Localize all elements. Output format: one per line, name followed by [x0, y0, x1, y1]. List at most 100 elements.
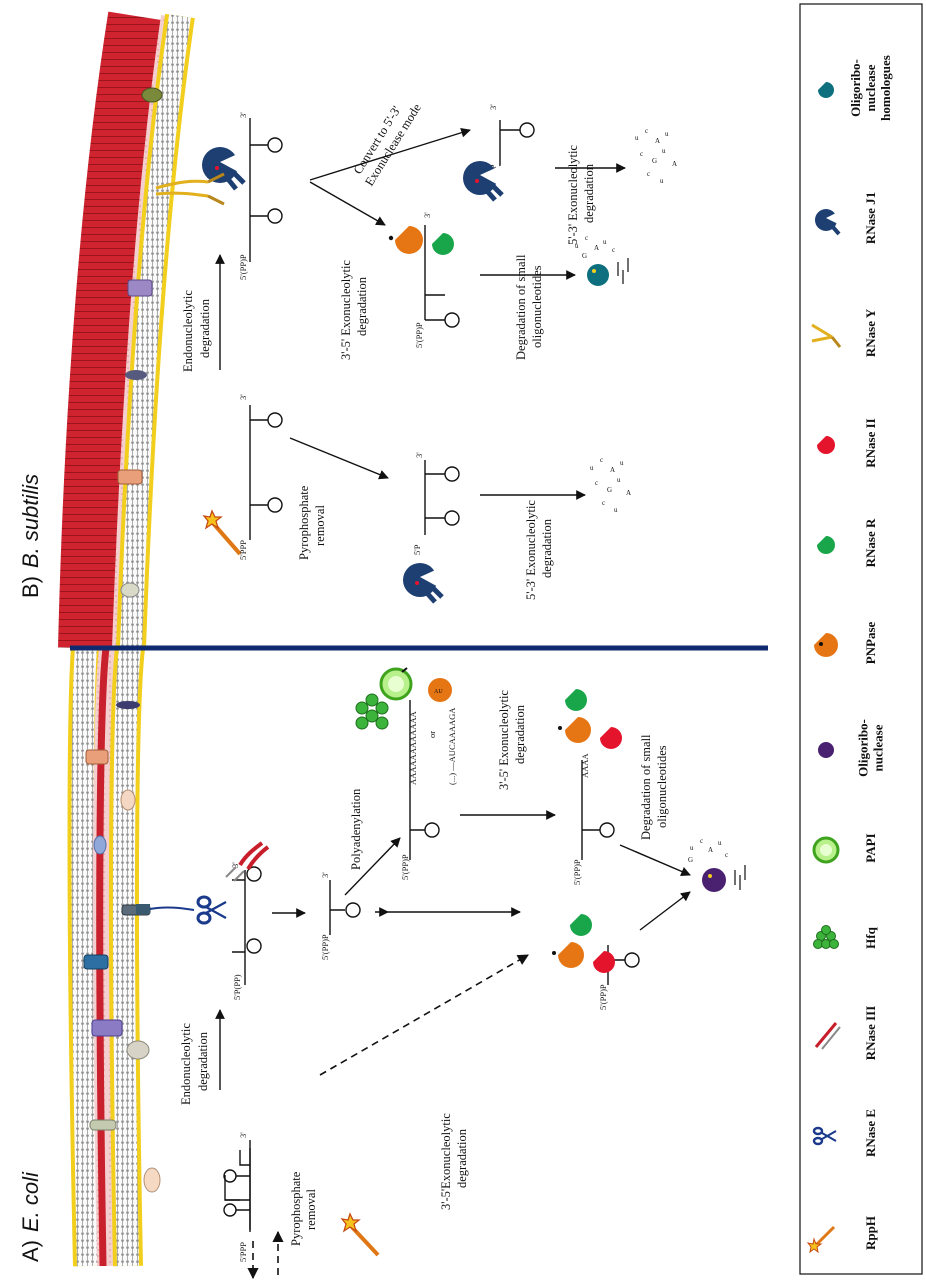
svg-text:c: c: [585, 234, 588, 242]
ecoli-polyadenylation: Polyadenylation: [349, 788, 363, 870]
bsub-pyro-line2: removal: [313, 505, 327, 546]
bsub-end-5ppp: 5'PPP: [238, 540, 248, 560]
svg-text:c: c: [700, 837, 703, 845]
legend: RppH RNase E RNase III Hfq PAPI Oligoribo-nuc…: [799, 3, 923, 1275]
nucleotide-cloud: uc Au cG uA cu: [590, 456, 631, 514]
svg-text:u: u: [718, 839, 722, 847]
ecoli-end-3: 3': [230, 862, 240, 868]
legend-item-rnase-r: RNase R: [817, 518, 878, 567]
hairpin-loop: [267, 412, 283, 428]
rna-fragment: [329, 880, 345, 935]
legend-label: Hfq: [863, 926, 878, 948]
bsub-end-3: 3': [238, 394, 248, 400]
ecoli-endo-line2: degradation: [196, 1031, 210, 1091]
ecoli-arrow-to-polya: [344, 837, 401, 896]
homologue-icon: [818, 82, 834, 98]
nucleotide-cloud: uc Au cG uA cu: [635, 127, 677, 185]
legend-label: RNase E: [863, 1109, 878, 1157]
bsub-pyro-line1: Pyrophosphate: [297, 485, 311, 560]
ecoli-end-5pp-p: 5'(PP)P: [572, 859, 582, 885]
bsub-oligo-line2: oligonucleotides: [530, 265, 544, 348]
rnase-y-icon: [811, 323, 842, 348]
bsub-53-left-line2: degradation: [540, 518, 554, 578]
panel-b-organism: B. subtilis: [18, 474, 43, 568]
hairpin-loop: [444, 510, 460, 526]
svg-text:u: u: [603, 238, 607, 246]
svg-text:A: A: [626, 489, 631, 497]
heteropolymer-tail: (...) —AUCAAAAGA: [447, 707, 457, 785]
bsub-end-3: 3': [422, 212, 432, 218]
rnase-j1-icon: [815, 209, 841, 236]
rna-stems: [236, 1175, 250, 1211]
legend-label: RNase Y: [863, 308, 878, 357]
oligoribonuclease-icon: [702, 865, 746, 892]
hairpin-loop: [444, 312, 460, 328]
hairpin-loop: [246, 938, 262, 954]
bsub-end-5pp-p: 5'(PP)P: [238, 254, 248, 280]
bsub-exo35-line2: degradation: [355, 276, 369, 336]
ecoli-end-3: 3': [238, 1132, 248, 1138]
legend-item-papi: PAPI: [812, 833, 878, 864]
ecoli-endo-line1: Endonucleolytic: [179, 1023, 193, 1105]
hairpin-loop: [444, 466, 460, 482]
svg-text:AU: AU: [434, 689, 443, 695]
scissors-icon: [812, 1126, 837, 1146]
ecoli-arrow-oligo-top: [619, 844, 691, 877]
bsub-endo-line1: Endonucleolytic: [181, 290, 195, 372]
bsub-mono-rna: [424, 460, 445, 535]
svg-text:u: u: [620, 459, 624, 467]
legend-item-oligoribo-nuclease: Oligoribo-nuclease: [818, 719, 886, 777]
bsub-end-3: 3': [488, 104, 498, 110]
nucleotide-cloud: uc Au cG: [575, 234, 615, 260]
svg-text:A: A: [672, 160, 677, 168]
bsub-53-right-line2: degradation: [582, 163, 596, 223]
hfq-hexamer-icon: [355, 693, 389, 730]
legend-label: Oligoribo-: [848, 59, 863, 117]
legend-item-rnase-iii: RNase III: [814, 1006, 878, 1060]
ecoli-pyrophosphate-line1: Pyrophosphate: [289, 1171, 303, 1246]
svg-text:A: A: [594, 244, 599, 252]
bsub-convert-arrow: [309, 127, 471, 181]
bsub-oligo-line1: Degradation of small: [514, 254, 528, 360]
ecoli-pyrophosphate-line2: removal: [304, 1189, 318, 1230]
ecoli-arrow-oligo-bottom: [639, 891, 691, 931]
ecoli-end-5ppp: 5'PPP: [238, 1242, 248, 1262]
bsub-end-5pp-p: 5'(PP)P: [414, 322, 424, 348]
bsub-end-5p: 5'P: [412, 544, 422, 555]
rnase-e-scissors-icon: [136, 895, 227, 925]
bsub-pyro-arrow: [289, 437, 389, 480]
ecoli-exo-line1: 3'-5' Exonucleolytic: [497, 690, 511, 790]
nucleotide-cloud: uc Au cG: [688, 837, 728, 864]
svg-text:c: c: [640, 150, 643, 158]
rpph-wand-icon: [340, 1212, 380, 1257]
legend-label: RNase II: [863, 418, 878, 467]
legend-label: PAPI: [863, 833, 878, 862]
hexamer-icon: [813, 925, 839, 949]
ecoli-end-5p-pp: 5'P(PP): [232, 974, 242, 1000]
ecoli-pathway: 5'PPP 3' Pyrophosphate removal 3'-5'Exon…: [136, 667, 746, 1280]
bsub-rna: [249, 405, 268, 540]
legend-label: RNase J1: [863, 192, 878, 244]
poly-a-short: AAAA: [580, 753, 590, 778]
bsub-exo35-arrow: [309, 181, 386, 226]
legend-label: nuclease: [871, 724, 886, 771]
legend-item-rnase-e: RNase E: [812, 1109, 878, 1157]
hairpin-loop: [223, 1169, 237, 1183]
svg-text:u: u: [590, 464, 594, 472]
hairpin-loop: [519, 122, 535, 138]
svg-text:c: c: [645, 127, 648, 135]
ecoli-end-5pp-p: 5'(PP)P: [598, 984, 608, 1010]
svg-text:c: c: [602, 499, 605, 507]
exo-rna: [581, 760, 600, 860]
legend-item-rpph: RppH: [806, 1216, 878, 1254]
legend-label: RNase R: [863, 518, 878, 567]
ecoli-end-3: 3': [320, 872, 330, 878]
ecoli-end-5pp-p: 5'(PP)P: [400, 854, 410, 880]
ecoli-exo-line2: degradation: [513, 704, 527, 764]
panel-a-header: A) E. coli: [18, 1171, 43, 1262]
svg-text:u: u: [617, 476, 621, 484]
svg-text:u: u: [575, 242, 579, 250]
hairpin-loop: [345, 902, 361, 918]
